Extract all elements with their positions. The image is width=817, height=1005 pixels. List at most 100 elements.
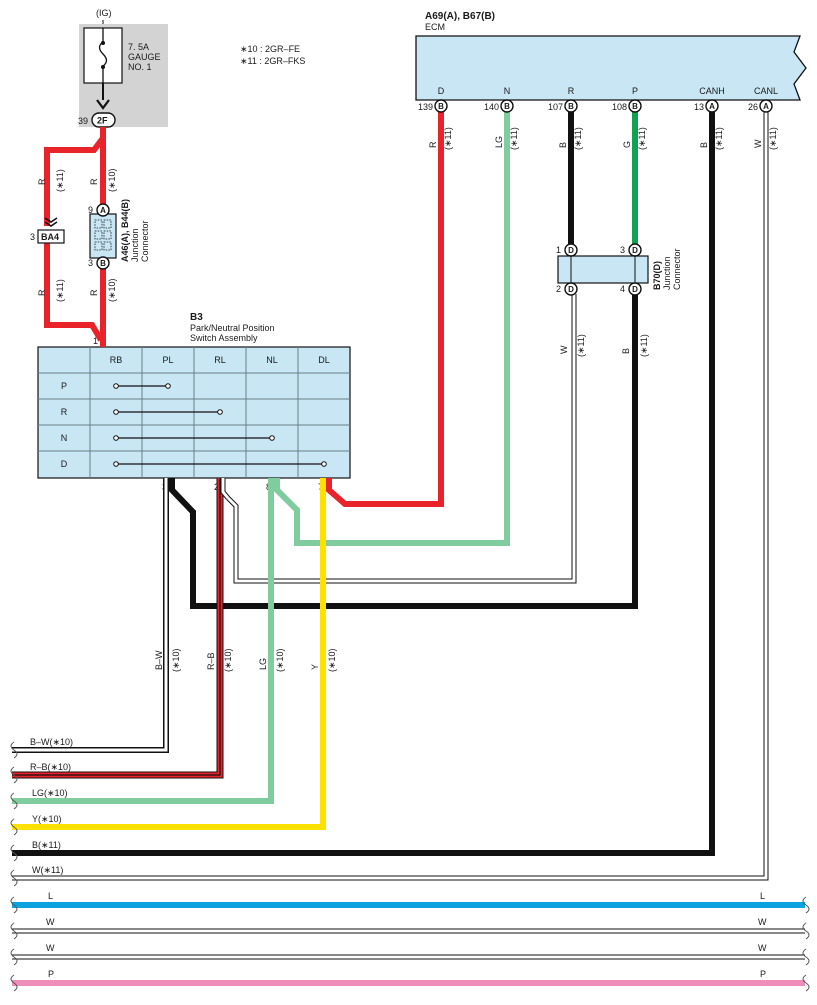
ecm-wire-color-107: B [558,142,568,148]
ecm-pin-number-107: 107 [548,102,563,112]
ignition-label: (IG) [96,8,112,18]
switch-row-d: D [61,459,68,469]
svg-text:B: B [100,259,106,268]
label-upper-r2: R [89,178,99,185]
switch-col-rl: RL [214,355,226,365]
bus-label-p-left: P [48,969,54,979]
bus-label-w2-left: W [46,943,55,953]
ecm-body [415,35,807,101]
label-lower-r: R [37,289,47,296]
svg-text:D: D [568,246,574,255]
down-wire-label-3: Y [310,664,320,670]
break-marks [10,741,810,992]
engine-note-10: ∗10 : 2GR–FE [240,44,300,54]
svg-text:A: A [763,102,769,111]
svg-text:D: D [568,285,574,294]
ba4-connector: BA4 3 [30,217,65,244]
switch-code: B3 [190,312,203,323]
ecm-wire-color-140: LG [494,136,504,148]
svg-text:B: B [504,102,510,111]
switch-col-rb: RB [110,355,123,365]
junction2-line1: Junction [662,256,672,290]
down-wire-note-1: (∗10) [223,648,233,672]
junction2-title: B70(D) [652,261,662,290]
wire-yellow-bus [12,478,326,830]
wire-black-junction-4 [169,294,638,609]
ecm-wire-note-13: (∗11) [714,127,724,150]
ecm-pin-13 [705,99,719,113]
bus-label-w: W(∗11) [32,865,63,875]
down-wire-label-1: R–B [206,652,216,670]
svg-text:B: B [632,102,638,111]
junction1-title: A46(A), B44(B) [120,199,130,262]
bus-label-rb: R–B(∗10) [30,762,71,772]
bus-label-p-right: P [760,969,766,979]
switch-row-p: P [61,381,67,391]
ecm-pin-number-13: 13 [694,102,704,112]
label-upper-r2-note: (∗10) [107,168,117,192]
wire-bw [12,478,168,752]
down-wire-label-0: B–W [154,650,164,670]
down-wire-note-2: (∗10) [275,648,285,672]
ba4-chevron-icon [44,217,58,227]
switch-row-n: N [61,433,68,443]
junction1-pin-bottom [96,256,110,270]
down-wire-label-2: LG [258,658,268,670]
ecm-terminal-n: N [504,86,511,96]
junction2-pin-1 [564,243,578,257]
ecm-wire-color-108: G [622,141,632,148]
bus-label-bw: B–W(∗10) [30,737,73,747]
ecm-pin-140 [500,99,514,113]
svg-text:D: D [632,246,638,255]
junction2-w-note: (∗11) [576,334,586,357]
switch-name-line1: Park/Neutral Position [190,323,275,333]
junction1-line1: Junction [130,228,140,262]
ecm-wire-color-139: R [428,141,438,148]
wire-lg-ecm-n [274,111,510,546]
fuse-pin-number: 39 [78,116,88,126]
wire-white-canl [12,111,768,880]
ecm-wire-note-140: (∗11) [509,127,519,150]
junction1-pin-top [96,203,110,217]
switch-row-r: R [61,407,68,417]
svg-text:B: B [438,102,444,111]
ba4-label: BA4 [41,232,59,242]
switch-col-nl: NL [266,355,278,365]
junction2-line2: Connector [672,248,682,290]
bus-label-w1-left: W [46,917,55,927]
svg-text:A: A [100,206,106,215]
ecm-terminal-canh: CANH [699,86,725,96]
ecm-pin-107 [564,99,578,113]
fuse-element-icon [98,28,108,83]
svg-text:2F: 2F [97,116,108,126]
ecm-wire-note-26: (∗11) [768,127,778,150]
svg-text:D: D [632,285,638,294]
switch-col-dl: DL [318,355,330,365]
svg-text:3: 3 [620,245,625,255]
ecm-block: A69(A), B67(B) ECM [415,11,807,101]
junction2-b-label: B [621,348,631,354]
wires [10,111,810,992]
fuse-block: (IG) 7. 5A GAUGE NO. 1 2F 39 [78,8,168,128]
ecm-terminal-d: D [438,86,445,96]
junction2-pin-4 [628,282,642,296]
label-upper-r: R [37,178,47,185]
ecm-pin-26 [759,99,773,113]
svg-text:1: 1 [556,245,561,255]
label-lower-r2-note: (∗10) [107,278,117,302]
label-upper-r-note: (∗11) [55,169,65,192]
svg-text:2: 2 [556,284,561,294]
wire-red-ecm-d [326,111,444,507]
switch-name-line2: Switch Assembly [190,333,258,343]
bus-label-w2-right: W [758,943,767,953]
bus-label-l-right: L [760,891,765,901]
engine-note-11: ∗11 : 2GR–FKS [240,56,305,66]
bus-label-l-left: L [48,891,53,901]
ecm-terminal-r: R [568,86,575,96]
ecm-wire-note-108: (∗11) [637,127,647,150]
ecm-pin-number-139: 139 [418,102,433,112]
wire-lg-bus [12,478,274,804]
ecm-terminal-canl: CANL [754,86,778,96]
svg-text:4: 4 [620,284,625,294]
